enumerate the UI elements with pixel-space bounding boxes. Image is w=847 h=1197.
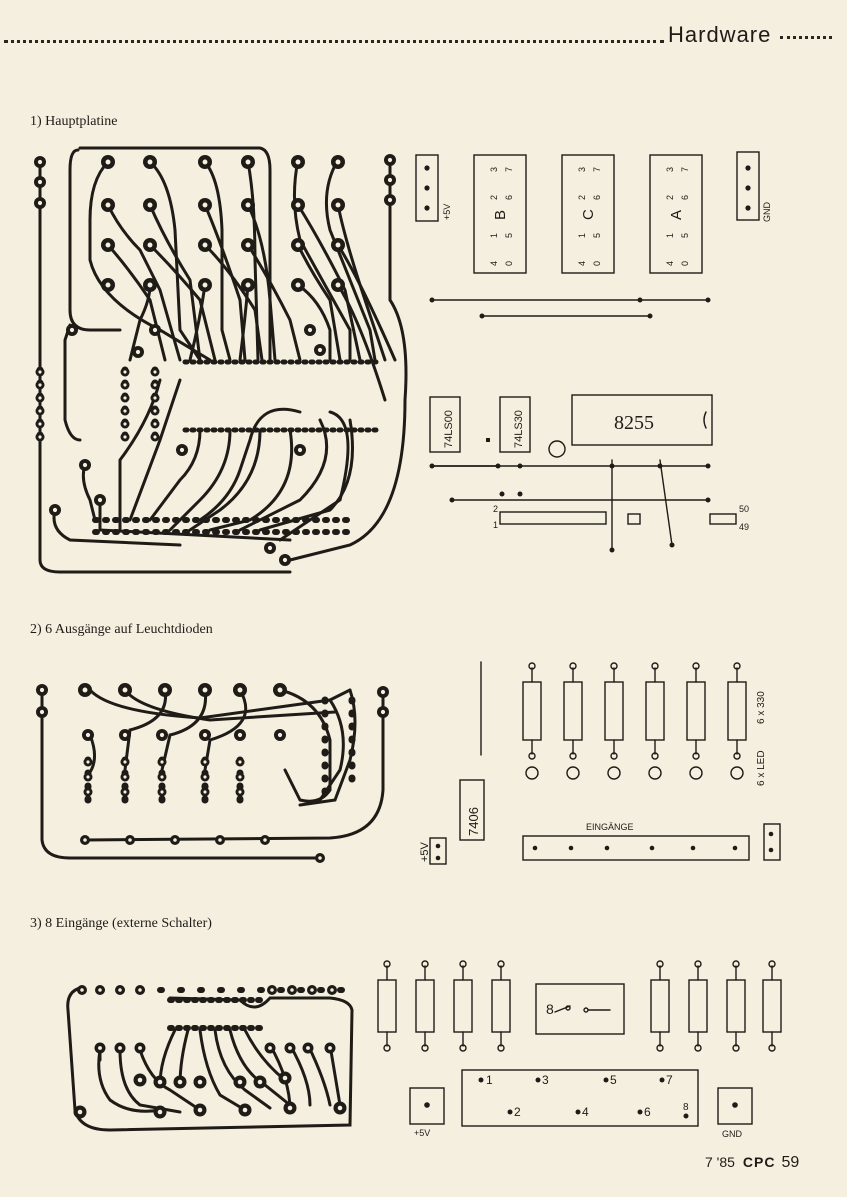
header-dotted-rule-right <box>780 36 832 39</box>
input-pin-8: 8 <box>683 1102 689 1113</box>
page-number: 59 <box>781 1154 800 1171</box>
svg-text:6: 6 <box>592 195 602 200</box>
section-label: Hardware <box>668 22 772 47</box>
socket-a-pins: 3 2 1 4 7 6 5 0 <box>665 167 690 266</box>
input-pin-1: 1 <box>486 1073 493 1087</box>
fig1-component-dots <box>424 165 751 553</box>
socket-b-pins: 3 2 1 4 7 6 5 0 <box>489 167 514 266</box>
connector-pin-2: 2 <box>493 504 498 514</box>
figure-1-title: 1) Hauptplatine <box>30 114 118 129</box>
leds-6xled-label: 6 x LED <box>756 750 767 786</box>
ic-8255-label: 8255 <box>614 412 654 434</box>
issue-number: 7 '85 <box>705 1154 735 1170</box>
input-pin-6: 6 <box>644 1105 651 1119</box>
fig2-pads <box>36 683 389 863</box>
fig1-component-side <box>415 151 760 551</box>
ic-7406-label: 7406 <box>466 807 481 836</box>
svg-text:5: 5 <box>504 233 514 238</box>
svg-text:7: 7 <box>592 167 602 172</box>
input-pin-5: 5 <box>610 1073 617 1087</box>
fig2-pcb-layout <box>40 688 385 860</box>
socket-c-pins: 3 2 1 4 7 6 5 0 <box>577 167 602 266</box>
svg-text:2: 2 <box>577 195 587 200</box>
input-pin-3: 3 <box>542 1073 549 1087</box>
svg-text:3: 3 <box>665 167 675 172</box>
input-pin-7: 7 <box>666 1073 673 1087</box>
fig1-gnd-label: GND <box>762 202 772 223</box>
svg-text:4: 4 <box>665 261 675 266</box>
figure-2-title: 2) 6 Ausgänge auf Leuchtdioden <box>30 622 213 637</box>
svg-text:2: 2 <box>665 195 675 200</box>
fig2-component-side <box>429 661 781 865</box>
svg-text:0: 0 <box>680 261 690 266</box>
inputs-connector-label: EINGÄNGE <box>586 822 634 832</box>
socket-a-label: A <box>668 210 685 220</box>
svg-text:6: 6 <box>504 195 514 200</box>
svg-text:0: 0 <box>504 261 514 266</box>
resistors-6x330-label: 6 x 330 <box>756 691 767 724</box>
fig3-gnd-label: GND <box>722 1129 743 1139</box>
svg-text:7: 7 <box>504 167 514 172</box>
input-pin-2: 2 <box>514 1105 521 1119</box>
connector-pin-49: 49 <box>739 522 749 532</box>
svg-text:1: 1 <box>665 233 675 238</box>
svg-text:3: 3 <box>489 167 499 172</box>
svg-text:0: 0 <box>592 261 602 266</box>
ic-74ls30-label: 74LS30 <box>513 410 525 448</box>
figure-3-title: 3) 8 Eingänge (externe Schalter) <box>30 916 212 931</box>
switch-8-label: 8 <box>546 1001 554 1017</box>
fig3-component-side <box>409 983 753 1127</box>
connector-pin-1: 1 <box>493 520 498 530</box>
fig1-pads <box>34 154 396 566</box>
svg-text:4: 4 <box>577 261 587 266</box>
fig1-plus5v-label: +5V <box>442 204 452 220</box>
fig3-resistors <box>377 960 782 1052</box>
svg-text:7: 7 <box>680 167 690 172</box>
svg-text:5: 5 <box>680 233 690 238</box>
fig3-plus5v-label: +5V <box>414 1128 430 1138</box>
svg-text:5: 5 <box>592 233 602 238</box>
fig2-plus5v-label: +5V <box>419 841 431 862</box>
magazine-brand: CPC <box>742 1154 776 1170</box>
socket-c-label: C <box>580 209 597 220</box>
header-dotted-rule <box>4 40 664 43</box>
svg-text:4: 4 <box>489 261 499 266</box>
svg-text:6: 6 <box>680 195 690 200</box>
fig1-pcb-layout <box>36 146 408 574</box>
connector-pin-50: 50 <box>739 504 749 514</box>
ic-74ls00-label: 74LS00 <box>443 410 455 448</box>
fig2-resistors <box>522 662 747 780</box>
page-footer: 7 '85 CPC 59 <box>705 1154 799 1172</box>
socket-b-label: B <box>492 210 509 220</box>
svg-text:3: 3 <box>577 167 587 172</box>
input-pin-4: 4 <box>582 1105 589 1119</box>
svg-text:1: 1 <box>489 233 499 238</box>
svg-text:2: 2 <box>489 195 499 200</box>
svg-text:1: 1 <box>577 233 587 238</box>
fig3-pads <box>73 985 347 1119</box>
